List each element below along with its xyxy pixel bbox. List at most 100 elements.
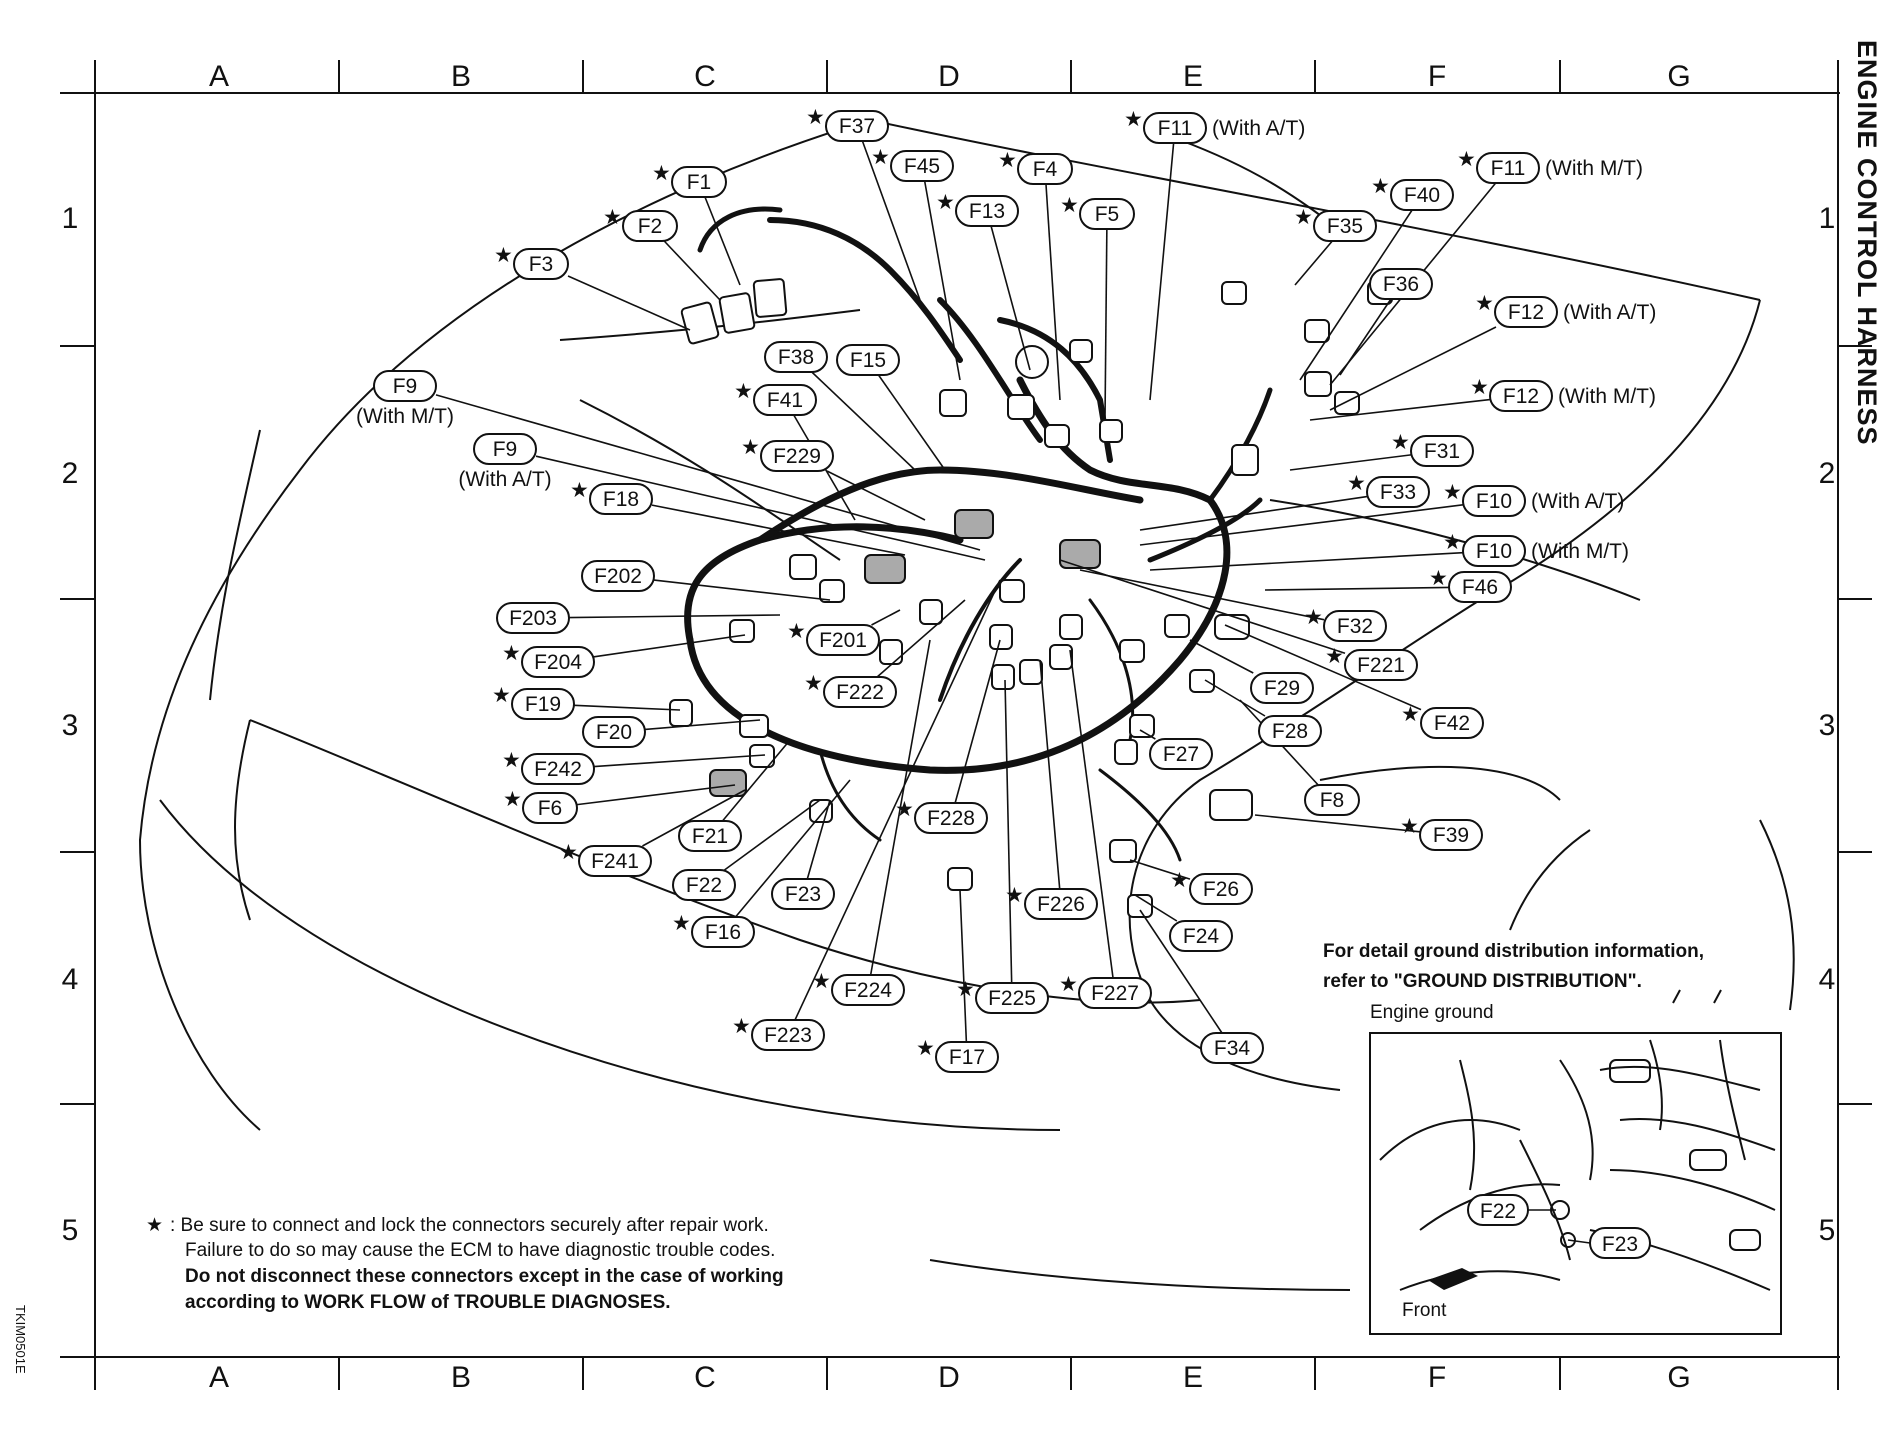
leader-f46 [1264,586,1450,591]
label-pill [1390,179,1454,211]
label-id: F9 [493,438,518,461]
label-f21: F21 [678,820,742,852]
label-pill [678,820,742,852]
star-icon: ★ [1005,884,1024,907]
label-pill [1143,112,1207,144]
label-id: F225 [988,987,1036,1010]
label-f11-withmt: F11★(With M/T) [1457,148,1643,184]
label-f20: F20 [582,716,646,748]
label-id: F10 [1476,540,1512,563]
label-f28: F28 [1258,715,1322,747]
label-pill [1258,715,1322,747]
leader-f9-withmt [435,394,981,551]
star-icon: ★ [672,912,691,935]
label-id: F204 [534,651,582,674]
label-note: (With A/T) [1563,301,1656,324]
leader-f12-withat [1329,326,1497,411]
label-pill [1494,296,1558,328]
label-f222: F222★ [804,672,897,708]
label-f11-withat: F11★(With A/T) [1124,108,1305,144]
leader-f18 [651,504,906,556]
star-icon: ★ [1059,973,1078,996]
label-id: F18 [603,488,639,511]
connector-bodies [669,204,1393,918]
leader-f204 [593,634,746,658]
star-icon: ★ [502,642,521,665]
label-pill [1462,535,1526,567]
star-icon: ★ [916,1037,935,1060]
label-f37: F37★ [806,106,889,142]
label-id: F202 [594,565,642,588]
label-pill [513,248,569,280]
label-pill [1024,888,1098,920]
footnote-line-2: Failure to do so may cause the ECM to ha… [185,1240,775,1261]
grid-column-f-bottom: F [1428,1361,1446,1394]
label-f3: F3★ [494,244,569,280]
label-id: F46 [1462,576,1498,599]
label-f229: F229★ [741,436,834,472]
label-f26: F26★ [1170,869,1253,905]
star-icon: ★ [652,162,671,185]
grid-row-5-right: 5 [1819,1214,1836,1247]
grid-column-a-bottom: A [209,1361,229,1394]
label-id: F16 [705,921,741,944]
leader-f31 [1289,454,1412,471]
label-id: F228 [927,807,975,830]
star-icon: ★ [1325,645,1344,668]
label-id: F19 [525,693,561,716]
grid-row-3-right: 3 [1819,709,1836,742]
footnote-star-icon: ★ [146,1215,163,1236]
label-id: F11 [1158,117,1193,140]
label-f203: F203 [496,602,570,634]
label-f225: F225★ [956,978,1049,1014]
label-pill [1448,571,1512,603]
grid-column-e-bottom: E [1183,1361,1203,1394]
leader-f32 [1079,569,1325,621]
label-pill [914,802,988,834]
label-f22: F22 [672,869,736,901]
label-id: F3 [529,253,554,276]
label-pill [753,384,817,416]
label-f16: F16 ★ [672,912,755,948]
side-title: ENGINE CONTROL HARNESS [1852,40,1882,446]
label-note: (With A/T) [1212,117,1305,140]
document-code: TKIM0501E [13,1305,28,1374]
label-pill [1366,476,1430,508]
label-f42: F42★ [1401,703,1484,739]
grid-row-4-left: 4 [62,963,79,996]
label-id: F226 [1037,893,1085,916]
label-f241: F241★ [559,841,652,877]
star-icon: ★ [1304,606,1323,629]
label-f226: F226 ★ [1005,884,1098,920]
label-id: F41 [767,389,803,412]
grid-column-d-top: D [938,60,960,93]
label-pill [975,982,1049,1014]
label-id: F2 [638,215,663,238]
star-icon: ★ [1347,472,1366,495]
leader-f29 [1189,639,1254,674]
leader-f34 [1139,909,1223,1034]
label-f31: F31★ [1391,431,1474,467]
leader-f222 [876,599,966,678]
label-f5: F5★ [1060,194,1135,230]
star-icon: ★ [936,191,955,214]
label-pill [825,110,889,142]
star-icon: ★ [1457,148,1476,171]
leader-f37 [861,140,921,301]
label-f242: F242★ [502,749,595,785]
label-note: (With M/T) [356,405,454,428]
label-f23: F23 [771,878,835,910]
leader-f13 [990,225,1031,371]
grid-frame [60,60,1872,1390]
label-pill [578,845,652,877]
label-pill [1462,485,1526,517]
label-pill [1323,610,1387,642]
grid-column-g-top: G [1667,60,1690,93]
label-id: F37 [839,115,875,138]
star-icon: ★ [895,798,914,821]
star-icon: ★ [492,684,511,707]
label-id: F23 [785,883,821,906]
label-pill [935,1041,999,1073]
